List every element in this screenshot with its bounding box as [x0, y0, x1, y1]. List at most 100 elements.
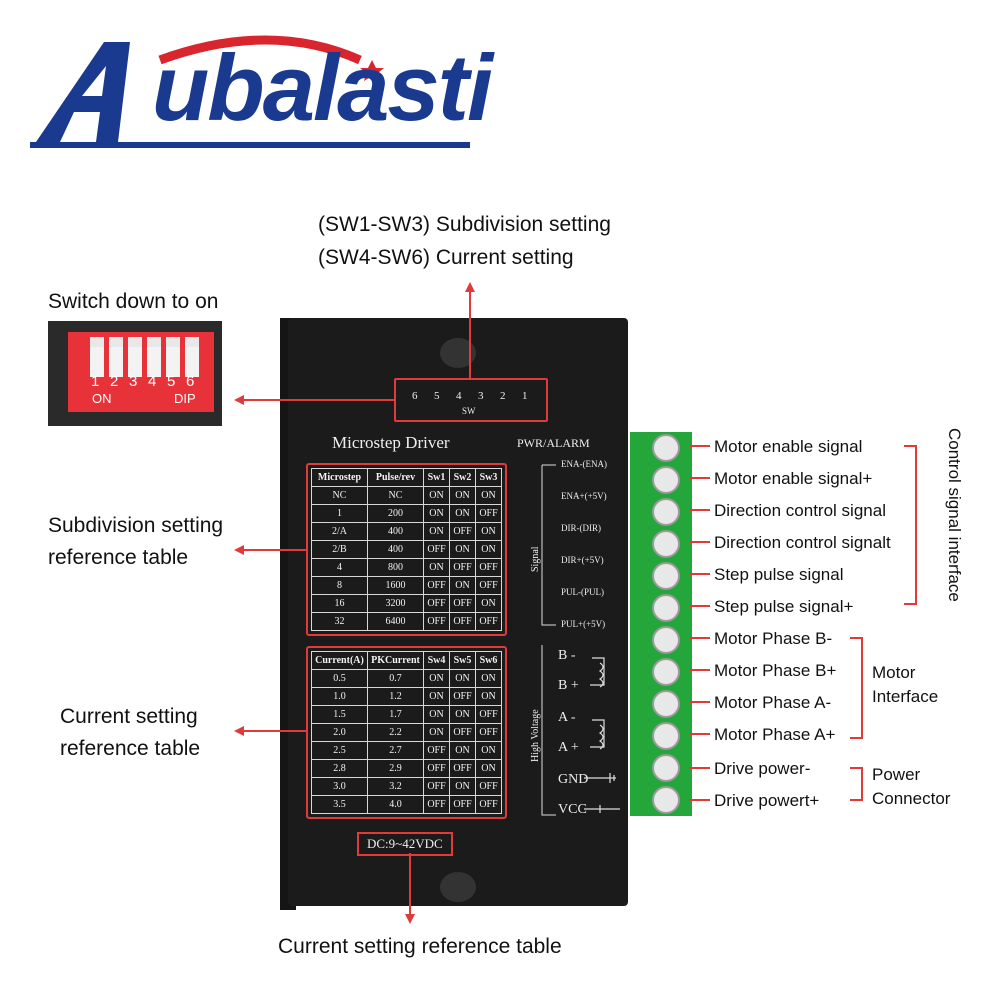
terminal-screw: [652, 434, 680, 462]
sw-switch-box: [394, 378, 548, 422]
sw-number: 1: [522, 390, 528, 402]
terminal-screw: [652, 498, 680, 526]
dip-key-1: [90, 337, 104, 377]
dip-dip-label: DIP: [174, 391, 196, 406]
terminal-screw: [652, 786, 680, 814]
microstep-cell: ON: [475, 522, 502, 541]
terminal-screw: [652, 626, 680, 654]
terminal-label: Motor Phase A+: [714, 725, 836, 744]
hv-pin-label: GND: [558, 772, 589, 787]
terminal-screw: [652, 690, 680, 718]
signal-pin-label: PUL+(+5V): [561, 619, 606, 629]
power-connector-label-2: Connector: [872, 789, 951, 808]
terminal-screw: [652, 466, 680, 494]
current-label-2: reference table: [60, 737, 201, 760]
dip-number: 3: [129, 373, 138, 390]
dip-key-5: [166, 337, 180, 377]
hv-pin-label: B -: [558, 648, 576, 663]
terminal-label: Step pulse signal: [714, 565, 844, 584]
signal-pin-label: DIR-(DIR): [561, 523, 601, 533]
current-cell: OFF: [475, 795, 502, 814]
terminal-screw: [652, 658, 680, 686]
dip-key-4: [147, 337, 161, 377]
signal-pin-label: ENA-(ENA): [561, 459, 607, 469]
sw-number: 4: [456, 390, 462, 402]
pwr-alarm-label: PWR/ALARM: [517, 436, 590, 450]
dip-number: 2: [110, 373, 119, 390]
terminal-label: Motor Phase B+: [714, 661, 837, 680]
dip-key-3: [128, 337, 142, 377]
logo-underline: [30, 142, 470, 148]
dip-number: 4: [148, 373, 157, 390]
terminal-label: Drive powert+: [714, 791, 820, 810]
dip-number: 1: [91, 373, 100, 390]
current-cell: OFF: [423, 795, 450, 814]
terminal-label: Direction control signal: [714, 501, 886, 520]
microstep-cell: OFF: [475, 612, 502, 631]
mount-screw-bottom: [440, 872, 476, 902]
dip-key-2: [109, 337, 123, 377]
dip-on-label: ON: [92, 391, 112, 406]
terminal-label: Motor Phase B-: [714, 629, 833, 648]
terminal-screw: [652, 754, 680, 782]
terminal-label: Motor enable signal: [714, 437, 863, 456]
motor-interface-label-1: Motor: [872, 663, 916, 682]
terminal-label: Motor enable signal+: [714, 469, 873, 488]
sw-number: 5: [434, 390, 440, 402]
sw-number: 6: [412, 390, 418, 402]
terminal-label: Step pulse signal+: [714, 597, 854, 616]
terminal-label: Motor Phase A-: [714, 693, 832, 712]
dip-number: 5: [167, 373, 176, 390]
driver-title: Microstep Driver: [332, 433, 450, 452]
hv-pin-label: A -: [558, 710, 576, 725]
terminal-screw: [652, 722, 680, 750]
current-cell: 3.5: [311, 795, 368, 814]
terminal-label: Drive power-: [714, 759, 811, 778]
sw-subdivision-label: (SW1-SW3) Subdivision setting: [318, 213, 611, 236]
current-label-1: Current setting: [60, 705, 198, 728]
microstep-cell: ON: [475, 540, 502, 559]
terminal-block: [630, 432, 692, 816]
logo-suffix: ubalasti: [151, 35, 493, 140]
signal-pin-label: DIR+(+5V): [561, 555, 604, 565]
dip-number: 6: [186, 373, 195, 390]
sw-current-label: (SW4-SW6) Current setting: [318, 246, 574, 269]
dc-voltage-label: DC:9~42VDC: [357, 832, 453, 856]
bottom-label: Current setting reference table: [278, 935, 562, 958]
hv-pin-label: B +: [558, 678, 579, 693]
hv-pin-label: VCC: [558, 802, 587, 817]
terminal-label: Direction control signalt: [714, 533, 891, 552]
signal-pin-label: ENA+(+5V): [561, 491, 607, 501]
dip-caption: Switch down to on: [48, 290, 219, 313]
logo-text: Aubalasti: [86, 35, 493, 140]
subdivision-label-1: Subdivision setting: [48, 514, 224, 537]
terminal-screw: [652, 562, 680, 590]
current-cell: ON: [475, 759, 502, 778]
control-interface-label: Control signal interface: [945, 428, 964, 602]
terminal-screw: [652, 530, 680, 558]
logo-graphic: [36, 35, 384, 142]
terminal-screw: [652, 594, 680, 622]
signal-pin-label: PUL-(PUL): [561, 587, 604, 597]
driver-detail-lines: [541, 464, 620, 816]
sw-label: SW: [462, 406, 476, 416]
motor-interface-label-2: Interface: [872, 687, 939, 706]
